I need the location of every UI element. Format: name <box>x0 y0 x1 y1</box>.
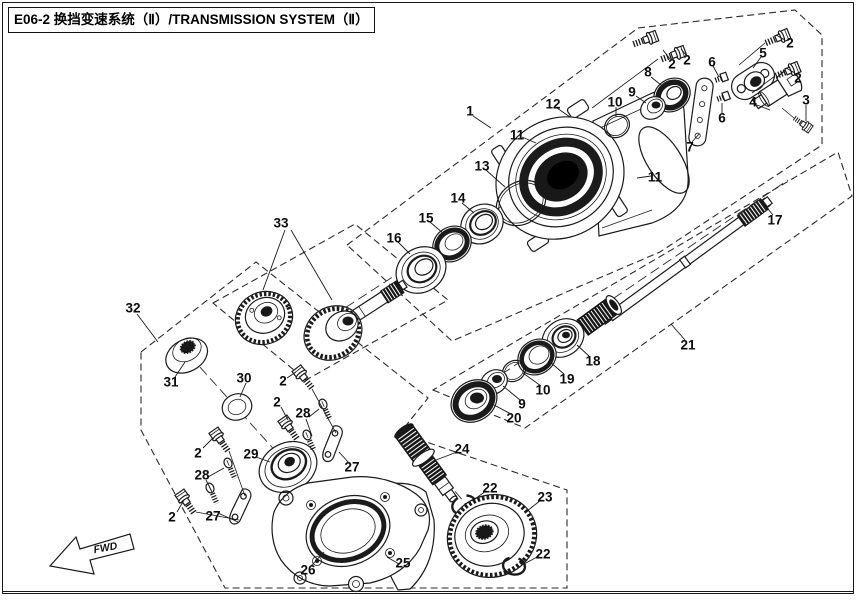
callout-2: 2 <box>273 395 281 410</box>
callout-6: 6 <box>718 111 726 126</box>
callout-15: 15 <box>418 211 434 226</box>
callout-19: 19 <box>559 372 574 387</box>
callout-23: 23 <box>537 490 553 505</box>
callout-2: 2 <box>168 510 176 525</box>
callout-13: 13 <box>474 159 490 174</box>
callout-16: 16 <box>386 231 402 246</box>
callout-29: 29 <box>243 447 258 462</box>
part-bearing-14 <box>460 203 504 245</box>
callout-33: 33 <box>273 216 289 231</box>
part-retainer-ring-19 <box>517 338 557 376</box>
callout-26: 26 <box>300 563 316 578</box>
part-gasket-plate-7 <box>688 77 714 147</box>
callout-11: 11 <box>648 170 663 185</box>
callout-3: 3 <box>802 93 810 108</box>
screw-28-c <box>222 457 238 480</box>
callout-10: 10 <box>607 95 622 110</box>
part-circlip-22-b <box>501 556 527 576</box>
part-grommet <box>347 575 365 593</box>
part-oil-seal-20 <box>450 379 498 423</box>
fwd-direction-arrow: FWD <box>48 533 135 575</box>
callout-31: 31 <box>163 375 179 390</box>
callout-27: 27 <box>344 460 359 475</box>
bolt-2-e <box>291 364 317 392</box>
bolt-2-g <box>208 427 233 455</box>
page-border <box>2 2 854 594</box>
callout-22: 22 <box>535 547 550 562</box>
screw-28-a <box>317 398 333 421</box>
callout-2: 2 <box>794 71 802 86</box>
title-block: E06-2 换挡变速系统（Ⅱ）/TRANSMISSION SYSTEM（Ⅱ） <box>8 7 375 33</box>
bracket-27-b <box>227 486 253 527</box>
callout-27: 27 <box>205 509 220 524</box>
group-boundaries <box>140 9 853 589</box>
callout-20: 20 <box>506 411 521 426</box>
part-washer-30 <box>221 393 253 421</box>
callout-5: 5 <box>759 46 767 61</box>
part-oring-10-upper <box>603 113 631 139</box>
callout-18: 18 <box>585 354 601 369</box>
callout-9: 9 <box>518 397 526 412</box>
bolt-3 <box>791 113 814 133</box>
part-bearing-16 <box>395 246 447 294</box>
callout-2: 2 <box>194 446 202 461</box>
callout-2: 2 <box>668 57 676 72</box>
callout-28: 28 <box>295 406 311 421</box>
callout-12: 12 <box>545 97 560 112</box>
part-bevel-gear-33-left <box>234 290 294 346</box>
callout-17: 17 <box>767 213 782 228</box>
bolt-2-h <box>174 489 199 517</box>
part-spur-gear-23 <box>446 494 538 578</box>
callout-4: 4 <box>749 95 757 110</box>
callout-21: 21 <box>680 338 696 353</box>
part-collar-9-upper <box>640 96 666 120</box>
part-bevel-pinion-33-right <box>303 279 408 361</box>
bracket-27-a <box>321 423 344 464</box>
callout-2: 2 <box>683 53 691 68</box>
plug-6-a <box>713 72 728 84</box>
part-gear-housing-12 <box>491 89 690 252</box>
callout-2: 2 <box>786 36 794 51</box>
callout-25: 25 <box>395 556 411 571</box>
callout-14: 14 <box>450 191 466 206</box>
callout-30: 30 <box>236 371 251 386</box>
callout-32: 32 <box>125 301 140 316</box>
screw-28-d <box>204 482 220 505</box>
callout-2: 2 <box>279 374 287 389</box>
page-title: E06-2 换挡变速系统（Ⅱ）/TRANSMISSION SYSTEM（Ⅱ） <box>14 12 369 27</box>
part-nut-31 <box>165 337 209 374</box>
callout-6: 6 <box>708 55 716 70</box>
fwd-label: FWD <box>93 540 119 556</box>
callout-8: 8 <box>644 65 652 80</box>
callout-7: 7 <box>686 140 694 155</box>
callout-9: 9 <box>628 85 636 100</box>
part-bearing-29 <box>258 440 318 494</box>
callout-11: 11 <box>510 128 525 143</box>
callout-leader-lines <box>136 34 807 567</box>
plug-6-b <box>715 91 730 103</box>
fastener-alignment-lines <box>195 42 795 521</box>
page-border-bottom-line <box>2 591 854 592</box>
callout-28: 28 <box>194 468 210 483</box>
callout-10: 10 <box>535 383 550 398</box>
callout-1: 1 <box>466 104 474 119</box>
bolt-2-a <box>630 30 659 51</box>
callout-22: 22 <box>482 481 497 496</box>
callout-24: 24 <box>454 442 470 457</box>
part-splined-sleeve <box>576 295 622 337</box>
